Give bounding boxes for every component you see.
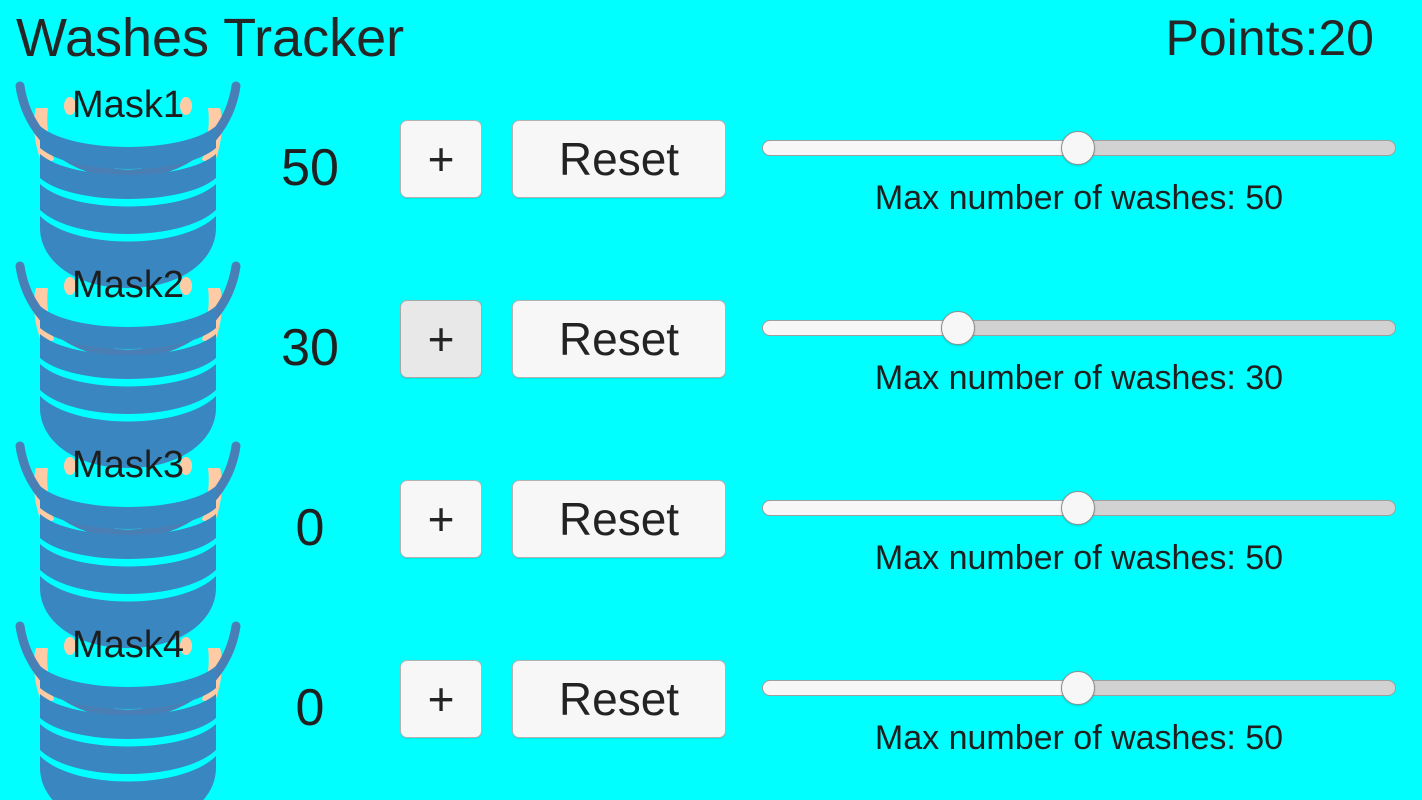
reset-button[interactable]: Reset — [512, 120, 726, 198]
increment-button[interactable]: + — [400, 120, 482, 198]
page-title: Washes Tracker — [16, 8, 405, 68]
mask-icon-wrap: Mask2 — [12, 258, 244, 468]
slider-track-fill — [762, 320, 958, 336]
slider-track-fill — [762, 140, 1078, 156]
slider-thumb[interactable] — [1060, 671, 1095, 705]
mask-icon-wrap: Mask1 — [12, 78, 244, 288]
wash-count: 30 — [281, 319, 339, 377]
wash-count: 0 — [295, 499, 325, 557]
slider-area: Max number of washes: 50 — [762, 78, 1396, 258]
increment-button[interactable]: + — [400, 300, 482, 378]
max-washes-caption: Max number of washes: 50 — [874, 539, 1284, 577]
face-mask-icon — [15, 81, 241, 288]
app-header: Washes Tracker Points:20 — [0, 0, 1422, 78]
max-washes-slider[interactable] — [762, 311, 1396, 345]
slider-area: Max number of washes: 50 — [762, 618, 1396, 798]
max-washes-slider[interactable] — [762, 131, 1396, 165]
slider-track-fill — [762, 680, 1078, 696]
max-washes-slider[interactable] — [762, 491, 1396, 525]
mask-row-1: Mask1 50 + Reset Max number of washes: 5… — [0, 78, 1422, 288]
mask-row-2: Mask2 30 + Reset Max number of washes: 3… — [0, 258, 1422, 468]
face-mask-icon — [15, 261, 241, 468]
slider-area: Max number of washes: 30 — [762, 258, 1396, 438]
slider-thumb[interactable] — [940, 311, 975, 345]
reset-button[interactable]: Reset — [512, 480, 726, 558]
slider-track-fill — [762, 500, 1078, 516]
wash-count: 0 — [295, 679, 325, 737]
mask-row-4: Mask4 0 + Reset Max number of washes: 50 — [0, 618, 1422, 800]
face-mask-icon — [15, 621, 241, 800]
mask-rows: Mask1 50 + Reset Max number of washes: 5… — [0, 78, 1422, 800]
slider-area: Max number of washes: 50 — [762, 438, 1396, 618]
wash-count: 50 — [281, 139, 339, 197]
points-counter: Points:20 — [1165, 10, 1374, 66]
mask-icon-wrap: Mask4 — [12, 618, 244, 800]
reset-button[interactable]: Reset — [512, 660, 726, 738]
max-washes-slider[interactable] — [762, 671, 1396, 705]
mask-row-3: Mask3 0 + Reset Max number of washes: 50 — [0, 438, 1422, 648]
mask-icon-wrap: Mask3 — [12, 438, 244, 648]
max-washes-caption: Max number of washes: 50 — [874, 719, 1284, 757]
increment-button[interactable]: + — [400, 480, 482, 558]
increment-button[interactable]: + — [400, 660, 482, 738]
slider-thumb[interactable] — [1060, 491, 1095, 525]
reset-button[interactable]: Reset — [512, 300, 726, 378]
face-mask-icon — [15, 441, 241, 648]
max-washes-caption: Max number of washes: 50 — [874, 179, 1284, 217]
max-washes-caption: Max number of washes: 30 — [874, 359, 1284, 397]
slider-thumb[interactable] — [1060, 131, 1095, 165]
